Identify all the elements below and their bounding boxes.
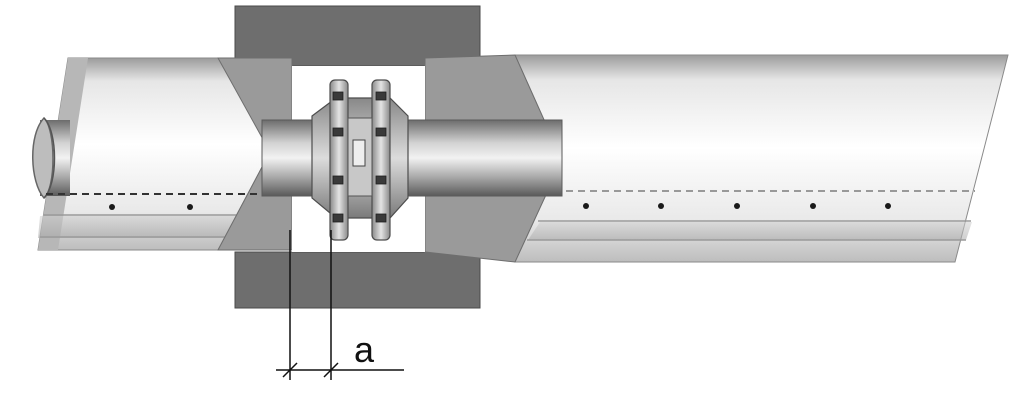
- tick-left: [282, 362, 298, 378]
- dimension-a: [276, 230, 404, 380]
- valve-stem: [352, 139, 366, 167]
- valve: [311, 79, 409, 241]
- tick-right: [323, 362, 339, 378]
- carrier-pipe: [261, 119, 563, 197]
- dimension-label: a: [354, 329, 375, 370]
- marker-dots: [109, 203, 891, 210]
- left-inner-shell-section: [217, 57, 293, 251]
- right-outer-shell: [514, 54, 1009, 263]
- lower-sleeve-block: [234, 251, 481, 309]
- upper-sleeve-block: [234, 5, 481, 67]
- left-outer-shell: [37, 57, 271, 251]
- flange-bolts: [332, 91, 387, 223]
- left-pipe-end: [32, 116, 70, 200]
